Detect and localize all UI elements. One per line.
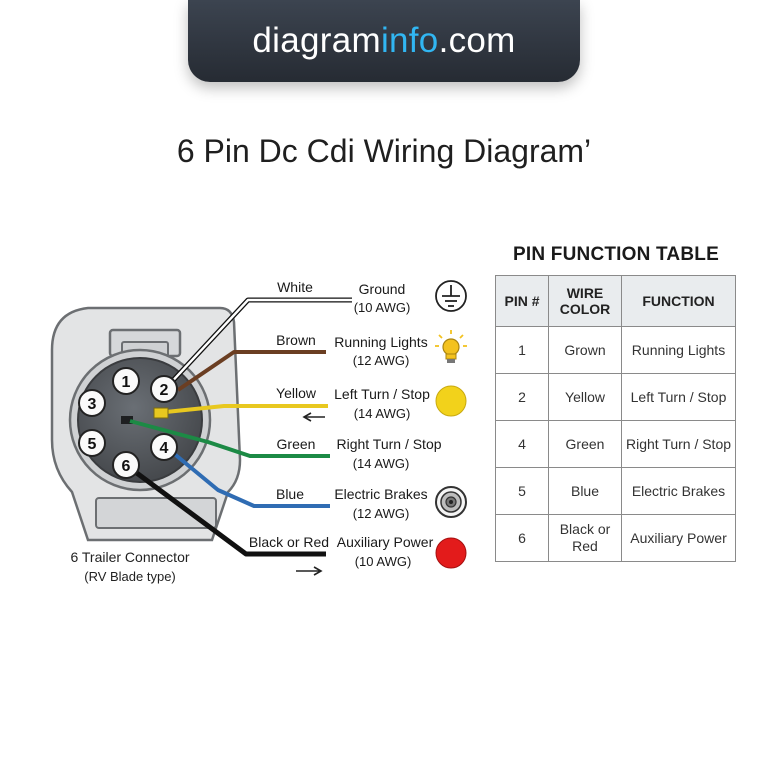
ground-symbol-icon [435,280,467,312]
function-running-lights: Running Lights [334,334,427,350]
arrow-left-icon [302,412,325,422]
table-row: 4 Green Right Turn / Stop [495,420,736,468]
red-dot-icon [435,537,467,569]
cell-wire-line1: Black or [559,521,611,537]
function-electric-brakes: Electric Brakes [334,486,427,502]
wire-label-yellow: Yellow [276,385,317,401]
logo-part-diagram: diagram [252,21,381,60]
wire-group [128,297,352,576]
function-ground: Ground [359,281,406,297]
wire-yellow [155,404,328,415]
pin-4-label: 4 [160,440,169,457]
arrow-right-icon [296,566,323,576]
gauge-ground: (10 AWG) [354,300,411,315]
pin-5 [78,429,106,457]
wire-black [128,465,326,557]
cell-wire: Green [548,420,622,468]
pin-2 [150,375,178,403]
page-title: 6 Pin Dc Cdi Wiring Diagram’ [176,133,592,169]
cell-function: Right Turn / Stop [621,420,736,468]
table-row: 2 Yellow Left Turn / Stop [495,373,736,421]
wire-blue [170,450,330,508]
light-bulb-icon [435,330,467,363]
cell-pin: 6 [495,514,549,562]
cell-wire: Yellow [548,373,622,421]
wire-label-black-or-red: Black or Red [249,534,329,550]
connector-pins: 1 2 3 4 5 6 [78,367,178,479]
pin-1-label: 1 [122,374,131,391]
gauge-running-lights: (12 AWG) [353,353,410,368]
connector-label: 6 Trailer Connector [70,549,189,565]
pin-3-label: 3 [88,396,97,413]
pin-1 [112,367,140,395]
pin-function-table-title: PIN FUNCTION TABLE [513,244,719,265]
gauge-auxiliary-power: (10 AWG) [355,554,412,569]
brake-disc-icon [435,486,467,518]
cell-pin: 1 [495,326,549,374]
function-left-turn: Left Turn / Stop [334,386,430,402]
header-wire-line1: WIRE [566,285,604,301]
cell-wire-line2: Red [572,538,598,554]
wire-brown [176,350,326,392]
yellow-terminal [153,407,169,419]
wire-color-labels: White Brown Yellow Green Blue Black or R… [249,279,329,550]
wire-white-inner [165,298,352,389]
cell-pin: 4 [495,420,549,468]
table-row: 5 Blue Electric Brakes [495,467,736,515]
function-right-turn: Right Turn / Stop [336,436,441,452]
cell-wire: Grown [548,326,622,374]
site-banner: diagraminfo.com [188,0,580,82]
header-function: FUNCTION [621,275,736,327]
pin-6-label: 6 [122,458,131,475]
connector-bottom-slot [95,497,217,529]
wire-function-labels: Ground (10 AWG) Running Lights (12 AWG) … [334,281,442,569]
cell-function: Auxiliary Power [621,514,736,562]
wire-green [129,419,330,458]
wire-label-blue: Blue [276,486,304,502]
cell-function: Left Turn / Stop [621,373,736,421]
connector-sublabel: (RV Blade type) [84,569,176,584]
header-wire-line2: COLOR [559,301,611,317]
table-row: 1 Grown Running Lights [495,326,736,374]
gauge-right-turn: (14 AWG) [353,456,410,471]
cell-function: Running Lights [621,326,736,374]
yellow-dot-icon [435,385,467,417]
logo-part-info: info [380,21,439,60]
cell-function: Electric Brakes [621,467,736,515]
pin-4 [150,433,178,461]
pin-2-label: 2 [160,382,169,399]
center-pin [121,416,133,424]
gauge-left-turn: (14 AWG) [354,406,411,421]
cell-wire: Blue [548,467,622,515]
function-auxiliary-power: Auxiliary Power [337,534,434,550]
header-pin: PIN # [495,275,549,327]
logo-part-domain: .com [438,21,516,60]
cell-pin: 2 [495,373,549,421]
wire-label-brown: Brown [276,332,316,348]
cell-pin: 5 [495,467,549,515]
wire-label-green: Green [277,436,316,452]
wire-label-white: White [277,279,313,295]
site-logo[interactable]: diagraminfo.com [252,21,515,61]
pin-3 [78,389,106,417]
pin-6 [112,451,140,479]
pin-5-label: 5 [88,436,97,453]
gauge-electric-brakes: (12 AWG) [353,506,410,521]
